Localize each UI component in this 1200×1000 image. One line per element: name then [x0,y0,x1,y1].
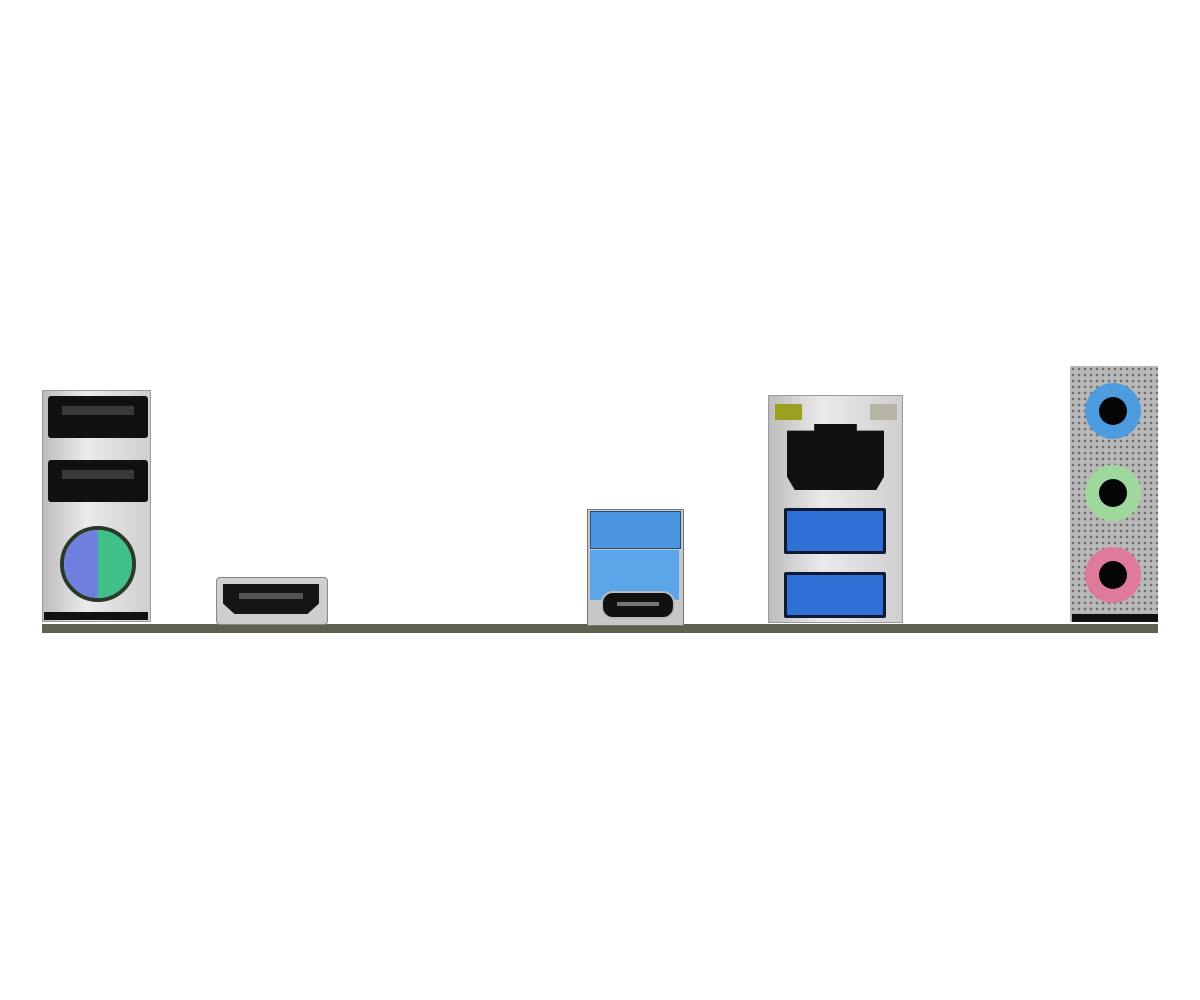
ps2-keyboard-half [64,530,98,598]
audio-line-in-jack[interactable] [1085,383,1141,439]
ps2-port[interactable] [60,526,136,602]
shield-base [44,612,148,620]
usb2-port-bottom[interactable] [48,460,148,502]
hdmi-port[interactable] [216,577,328,625]
usb3-port-lower[interactable] [784,572,886,618]
usb2-port-top[interactable] [48,396,148,438]
usb3-typea-port[interactable] [590,511,681,549]
lan-led-right [870,404,897,420]
usb3-port-upper[interactable] [784,508,886,554]
audio-panel-base [1072,614,1158,622]
motherboard-pcb-edge [42,624,1158,633]
ps2-mouse-half [98,530,132,598]
lan-led-left [775,404,802,420]
rj45-lan-port[interactable] [787,424,884,490]
audio-line-out-jack[interactable] [1085,465,1141,521]
usb-typec-port[interactable] [601,591,675,619]
audio-mic-jack[interactable] [1085,547,1141,603]
